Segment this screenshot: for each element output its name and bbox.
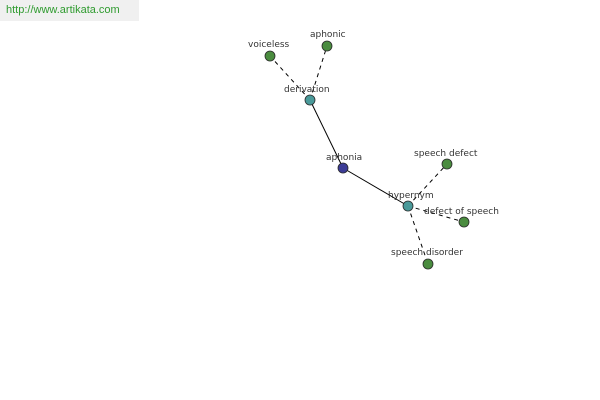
edge-hypernym-speech-defect [407,163,448,207]
node-label-defect-of-speech: defect of speech [424,207,499,217]
edge-aphonia-derivation [309,99,344,169]
edge-aphonia-hypernym [342,167,409,207]
node-aphonia[interactable] [337,162,349,174]
edges-layer [269,45,465,265]
node-label-speech-defect: speech defect [414,149,478,159]
node-defect-of-speech[interactable] [458,216,470,228]
node-label-voiceless: voiceless [248,40,290,50]
node-label-aphonic: aphonic [310,30,346,40]
node-hypernym[interactable] [402,200,414,212]
node-speech-disorder[interactable] [422,258,434,270]
edge-hypernym-defect-of-speech [407,205,465,223]
node-label-speech-disorder: speech disorder [391,248,463,258]
nodes-layer [264,40,470,270]
node-label-aphonia: aphonia [326,153,362,163]
edge-derivation-aphonic [309,45,328,101]
node-voiceless[interactable] [264,50,276,62]
node-speech-defect[interactable] [441,158,453,170]
node-label-derivation: derivation [284,85,330,95]
edge-derivation-voiceless [269,55,311,101]
node-aphonic[interactable] [321,40,333,52]
node-label-hypernym: hypernym [388,191,434,201]
site-url-link[interactable]: http://www.artikata.com [0,0,139,21]
labels-layer: aphonia derivation hypernym voiceless aphoni… [248,30,499,258]
node-derivation[interactable] [304,94,316,106]
edge-hypernym-speech-disorder [407,205,429,265]
